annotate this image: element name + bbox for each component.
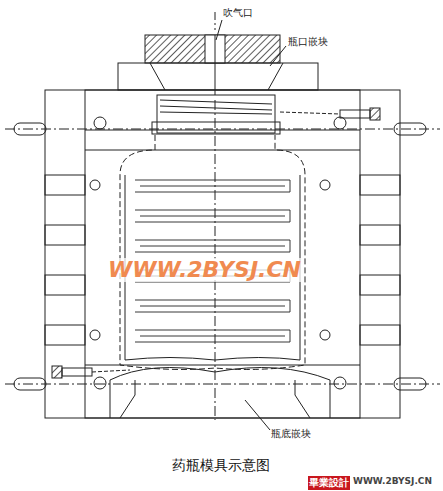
part-label: 吹气口 bbox=[222, 7, 254, 18]
badge bbox=[308, 476, 350, 490]
part-label: 瓶底嵌块 bbox=[271, 428, 311, 439]
badge-text: 畢業設計 bbox=[309, 477, 349, 488]
site-url: WWW.2BYSJ.CN bbox=[353, 477, 432, 487]
caption: 药瓶模具示意图 bbox=[172, 458, 270, 473]
part-label: 瓶口嵌块 bbox=[287, 36, 329, 47]
watermark: WWW.2BYSJ.CN bbox=[105, 258, 304, 282]
